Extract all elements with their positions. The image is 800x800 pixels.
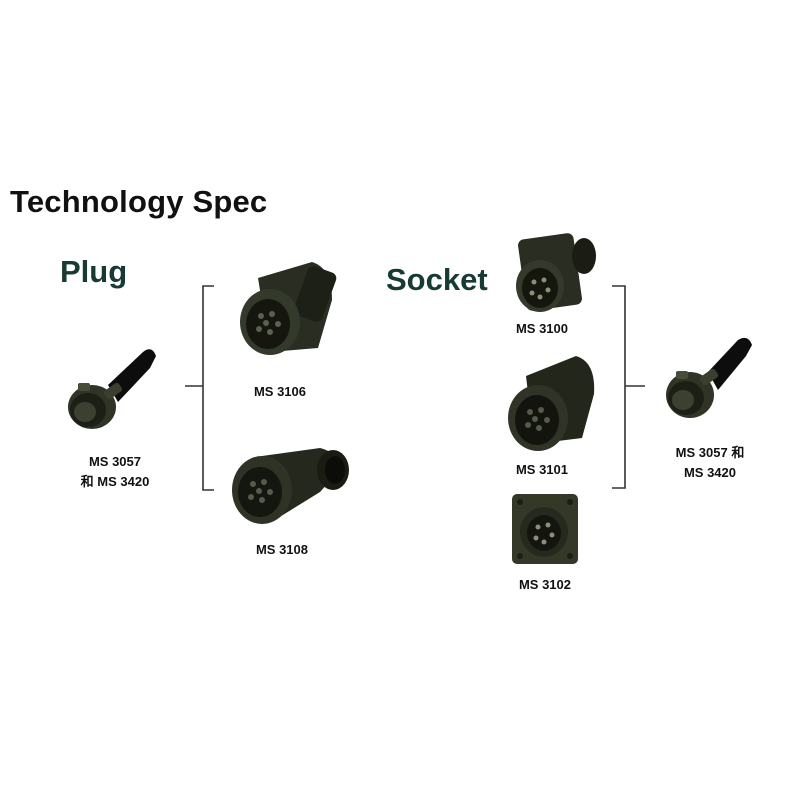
plug-source-label: MS 3057 和 MS 3420 <box>60 452 170 492</box>
socket-target-label: MS 3057 和 MS 3420 <box>650 443 770 483</box>
page-title: Technology Spec <box>10 184 268 219</box>
plug-heading: Plug <box>60 254 128 289</box>
plug-source-line1: MS 3057 <box>88 454 142 469</box>
socket-heading: Socket <box>386 262 488 297</box>
ms3100-label: MS 3100 <box>515 321 569 336</box>
plug-bracket <box>202 285 214 491</box>
socket-target-line1: MS 3057 和 <box>675 445 745 460</box>
ms3106-label: MS 3106 <box>253 384 307 399</box>
ms3102-label: MS 3102 <box>518 577 572 592</box>
socket-target-line2: MS 3420 <box>683 465 737 480</box>
plug-source-line2: 和 MS 3420 <box>80 474 150 489</box>
ms3101-label: MS 3101 <box>515 462 569 477</box>
socket-bracket <box>612 285 626 489</box>
ms3108-label: MS 3108 <box>255 542 309 557</box>
